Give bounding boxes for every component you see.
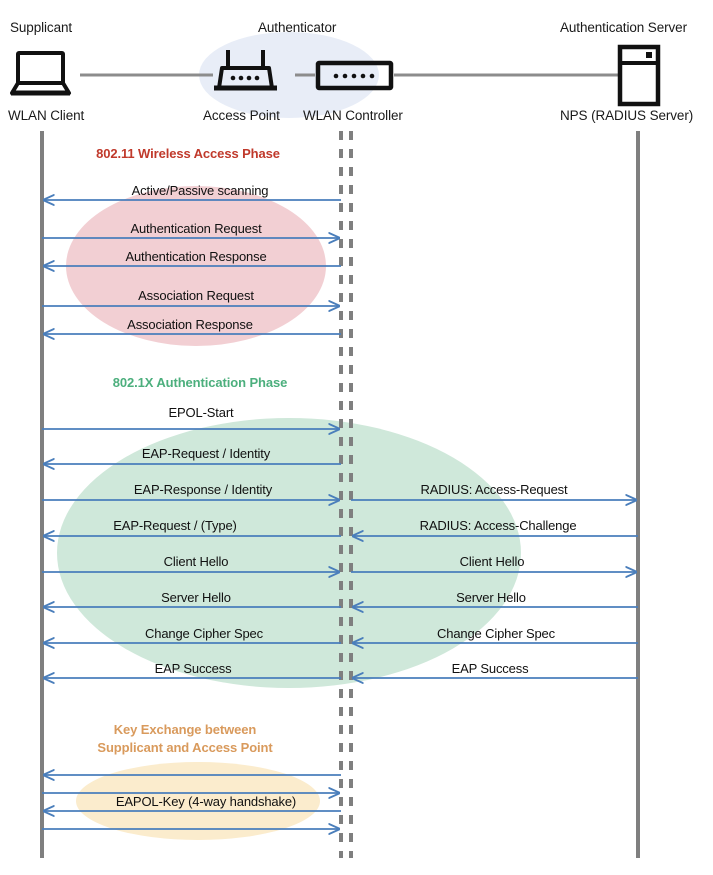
actor-role-supplicant: Supplicant	[10, 20, 73, 35]
phase-keyexchange-ellipse	[76, 762, 320, 840]
phase-keyexchange-arrows	[42, 775, 341, 829]
msg-label-eap-success-radius: EAP Success	[451, 661, 529, 676]
msg-label-change-cipher-spec-wifi: Change Cipher Spec	[145, 626, 263, 641]
msg-label-client-hello-radius: Client Hello	[459, 554, 525, 569]
actor-device-wlan-controller: WLAN Controller	[303, 108, 403, 123]
phase-title-80211: 802.11 Wireless Access Phase	[96, 146, 280, 161]
msg-label-eapol-key-handshake: EAPOL-Key (4-way handshake)	[115, 794, 297, 809]
phase-8021x-radius-arrows	[351, 500, 638, 678]
phase-80211-arrows	[42, 200, 341, 334]
phase-title-8021x: 802.1X Authentication Phase	[112, 375, 288, 390]
msg-label-radius-access-request: RADIUS: Access-Request	[420, 482, 568, 497]
wlan-controller-icon	[315, 60, 394, 91]
phase-title-keyexchange-line1: Key Exchange between	[113, 722, 257, 737]
msg-label-authentication-request: Authentication Request	[130, 221, 262, 236]
msg-label-server-hello-radius: Server Hello	[456, 590, 526, 605]
msg-label-active-passive-scanning: Active/Passive scanning	[131, 183, 269, 198]
msg-label-association-response: Association Response	[127, 317, 253, 332]
phase-8021x-arrows	[42, 429, 341, 678]
msg-label-eap-request-type: EAP-Request / (Type)	[113, 518, 237, 533]
msg-label-eap-response-identity: EAP-Response / Identity	[133, 482, 273, 497]
msg-label-authentication-response: Authentication Response	[125, 249, 267, 264]
msg-label-radius-access-challenge: RADIUS: Access-Challenge	[419, 518, 577, 533]
actor-device-nps-radius-server: NPS (RADIUS Server)	[560, 108, 694, 123]
msg-label-eap-request-identity: EAP-Request / Identity	[141, 446, 271, 461]
msg-label-change-cipher-spec-radius: Change Cipher Spec	[437, 626, 555, 641]
actor-role-authenticator: Authenticator	[258, 20, 337, 35]
msg-label-client-hello-wifi: Client Hello	[163, 554, 229, 569]
actor-device-access-point: Access Point	[203, 108, 280, 123]
actor-role-authentication-server: Authentication Server	[560, 20, 687, 35]
server-icon	[617, 44, 661, 107]
access-point-icon	[214, 50, 277, 91]
msg-label-eap-success-wifi: EAP Success	[154, 661, 232, 676]
actor-device-wlan-client: WLAN Client	[8, 108, 85, 123]
phase-title-keyexchange-line2: Supplicant and Access Point	[97, 740, 273, 755]
msg-label-association-request: Association Request	[138, 288, 254, 303]
laptop-icon	[10, 51, 71, 96]
authenticator-group-ellipse	[199, 32, 379, 118]
phase-8021x-ellipse	[57, 418, 521, 688]
msg-label-epol-start: EPOL-Start	[168, 405, 234, 420]
msg-label-server-hello-wifi: Server Hello	[161, 590, 231, 605]
